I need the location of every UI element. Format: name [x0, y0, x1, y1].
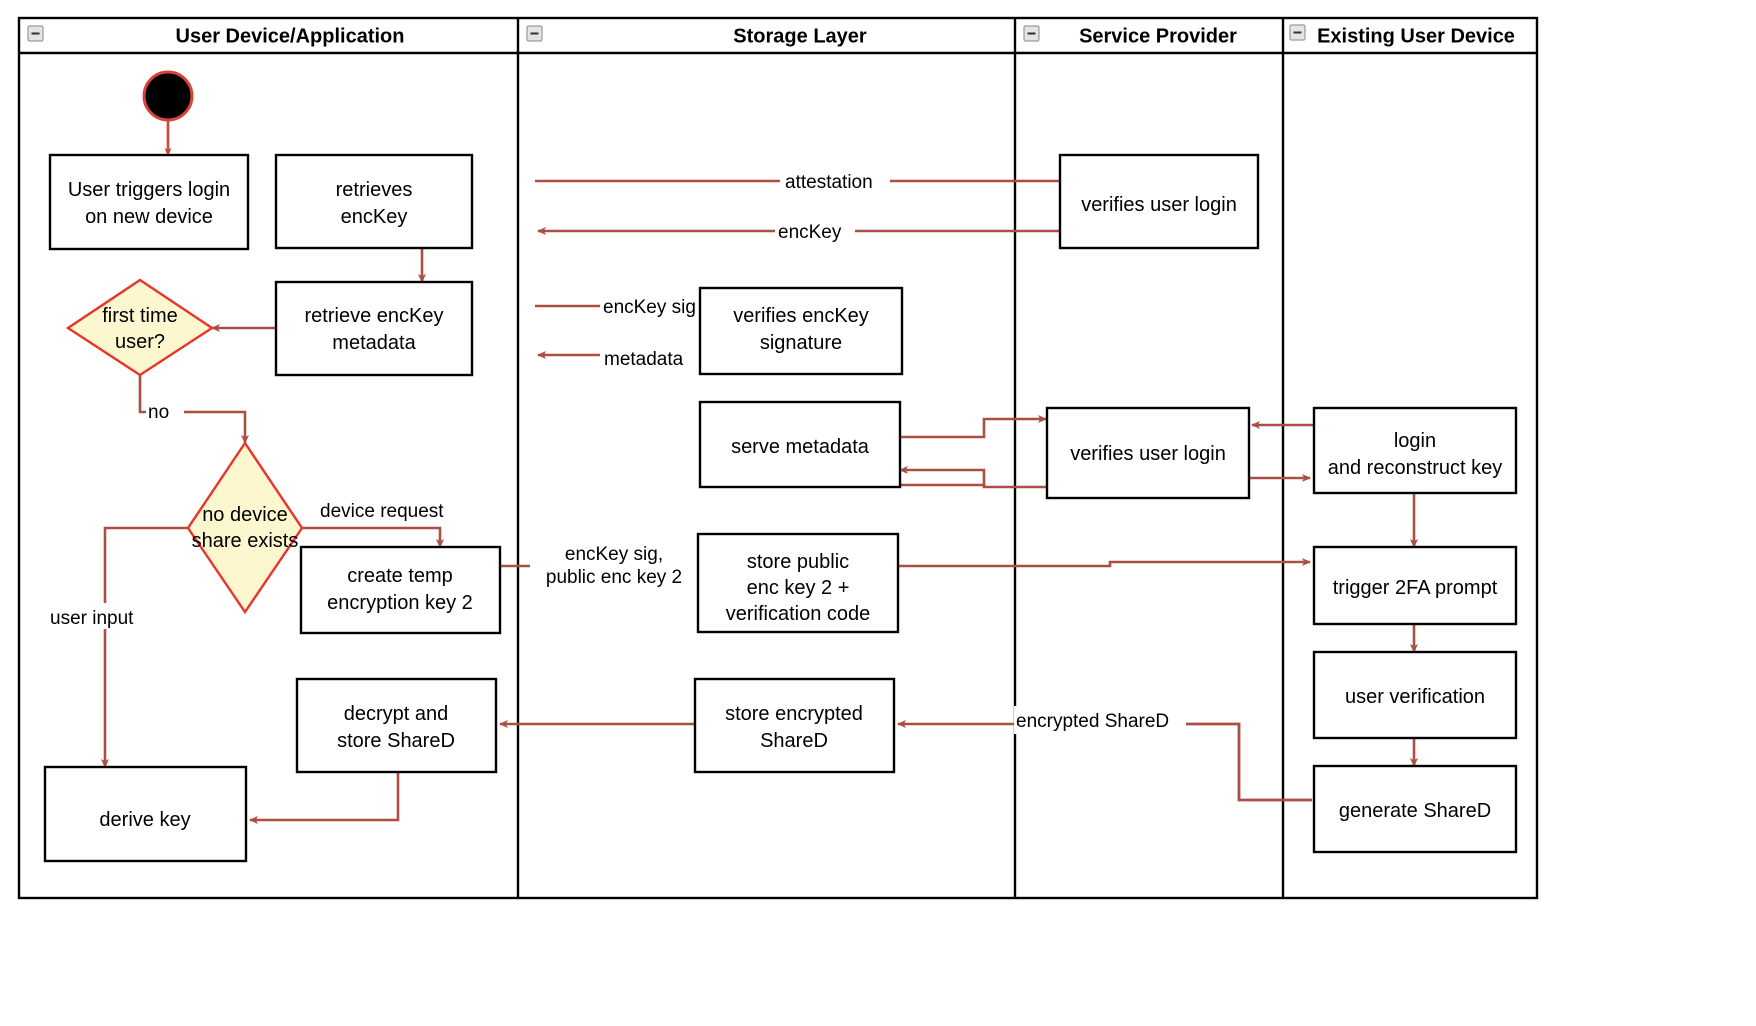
collapse-minus-icon[interactable] — [1023, 25, 1040, 42]
edge-spacer2 — [1143, 722, 1312, 802]
lane-header-storage[interactable]: Storage Layer — [526, 25, 867, 47]
swimlane-frame — [17, 16, 1539, 900]
edge-label-bg — [775, 218, 855, 244]
node-label-line: create temp — [347, 565, 453, 587]
edge-no — [138, 375, 250, 444]
edge-serve-metadata-to-sp — [900, 414, 1047, 439]
edge-decrypt-to-derive — [249, 772, 400, 825]
node-label-line: metadata — [332, 332, 416, 354]
node-label-line: on new device — [85, 206, 213, 228]
node-login-and-reconstruct-key[interactable]: login and reconstruct key — [1312, 406, 1518, 495]
node-label-line: encKey — [341, 206, 408, 228]
collapse-minus-icon[interactable] — [1289, 24, 1306, 41]
node-label-line: ShareD — [760, 730, 828, 752]
node-label-line: serve metadata — [731, 436, 870, 458]
node-decrypt-and-store-shared[interactable]: decrypt and store ShareD — [295, 677, 498, 774]
decision-label-line: share exists — [192, 530, 299, 552]
edge-label-enckey-sig: encKey sig — [603, 297, 696, 318]
node-label-line: enc key 2 + — [747, 577, 850, 599]
node-label-line: generate ShareD — [1339, 800, 1491, 822]
edge-user-input — [100, 526, 188, 768]
node-generate-shared[interactable]: generate ShareD — [1312, 764, 1518, 854]
node-label-line: verifies user login — [1081, 194, 1237, 216]
lane-title-user-device: User Device/Application — [176, 25, 405, 47]
node-create-temp-encryption-key-2[interactable]: create temp encryption key 2 — [299, 545, 502, 635]
lane-title-storage: Storage Layer — [733, 25, 867, 47]
node-label-line: signature — [760, 332, 842, 354]
edge-sp-to-serve-metadata — [899, 465, 1046, 489]
edge-label-enckey-sig-public-2: public enc key 2 — [546, 567, 682, 588]
edge-spacer — [900, 483, 986, 487]
node-decision-first-time-user[interactable]: first time user? — [65, 278, 215, 377]
decision-label-line: no device — [202, 504, 288, 526]
node-verifies-user-login-2[interactable]: verifies user login — [1045, 406, 1251, 500]
edge-label-bg — [600, 293, 705, 319]
lane-header-existing-device[interactable]: Existing User Device — [1289, 24, 1515, 47]
node-label-line: trigger 2FA prompt — [1333, 577, 1498, 599]
edge-label-enckey-sig-public-1: encKey sig, — [565, 544, 663, 565]
decision-label-line: user? — [115, 331, 165, 353]
node-label-line: User triggers login — [68, 179, 230, 201]
edge-label-enckey: encKey — [778, 222, 842, 243]
lane-header-user-device[interactable]: User Device/Application — [27, 25, 405, 47]
lane-header-service-provider[interactable]: Service Provider — [1023, 25, 1237, 47]
node-user-verification[interactable]: user verification — [1312, 650, 1518, 740]
node-store-encrypted-shared[interactable]: store encrypted ShareD — [693, 677, 896, 774]
collapse-minus-icon[interactable] — [526, 25, 543, 42]
edge-label-bg — [146, 399, 184, 423]
node-user-triggers-login[interactable]: User triggers login on new device — [48, 153, 250, 251]
node-label-line: verifies user login — [1070, 443, 1226, 465]
edge-label-bg — [48, 603, 160, 629]
edge-label-encrypted-shared: encrypted ShareD — [1016, 711, 1169, 732]
node-decision-no-device-share-exists[interactable]: no device share exists — [186, 440, 304, 615]
node-label-line: derive key — [99, 809, 190, 831]
edge-label-no: no — [148, 402, 169, 423]
node-label-line: retrieves — [336, 179, 413, 201]
node-initial-start[interactable] — [142, 70, 194, 122]
edge-label-bg — [316, 496, 476, 522]
node-label-line: verification code — [726, 603, 871, 625]
node-label-line: decrypt and — [344, 703, 449, 725]
node-label-line: store ShareD — [337, 730, 455, 752]
node-retrieves-enckey[interactable]: retrieves encKey — [274, 153, 474, 250]
node-label-line: retrieve encKey — [305, 305, 444, 327]
node-label-line: verifies encKey — [733, 305, 869, 327]
node-label-line: store public — [747, 551, 849, 573]
edge-label-device-request: device request — [320, 501, 444, 522]
edge-label-attestation: attestation — [785, 172, 873, 193]
node-label-line: store encrypted — [725, 703, 863, 725]
edge-label-bg — [530, 542, 700, 592]
lane-title-service-provider: Service Provider — [1079, 25, 1237, 47]
nodes-layer: User triggers login on new device retrie… — [43, 70, 1518, 863]
node-label-line: login — [1394, 430, 1436, 452]
edge-label-bg — [780, 168, 890, 194]
node-retrieve-enckey-metadata[interactable]: retrieve encKey metadata — [274, 280, 474, 377]
edge-label-user-input: user input — [50, 608, 134, 629]
edge-store-to-2fa — [899, 557, 1311, 568]
lane-title-existing-device: Existing User Device — [1317, 25, 1515, 47]
decision-label-line: first time — [102, 305, 178, 327]
node-verifies-user-login-1[interactable]: verifies user login — [1058, 153, 1260, 250]
edge-encrypted-shared — [897, 719, 1312, 802]
node-serve-metadata[interactable]: serve metadata — [698, 400, 902, 489]
edge-device-request — [302, 526, 445, 548]
edge-label-bg — [600, 344, 702, 370]
collapse-minus-icon[interactable] — [27, 25, 44, 42]
node-verifies-enckey-signature[interactable]: verifies encKey signature — [698, 286, 904, 376]
edge-label-metadata: metadata — [604, 349, 684, 370]
node-label-line: and reconstruct key — [1328, 457, 1503, 479]
node-trigger-2fa-prompt[interactable]: trigger 2FA prompt — [1312, 545, 1518, 626]
node-derive-key[interactable]: derive key — [43, 765, 248, 863]
node-label-line: encryption key 2 — [327, 592, 473, 614]
edge-label-bg — [1014, 706, 1186, 734]
node-store-public-enc-key-2[interactable]: store public enc key 2 + verification co… — [696, 532, 900, 634]
node-label-line: user verification — [1345, 686, 1485, 708]
